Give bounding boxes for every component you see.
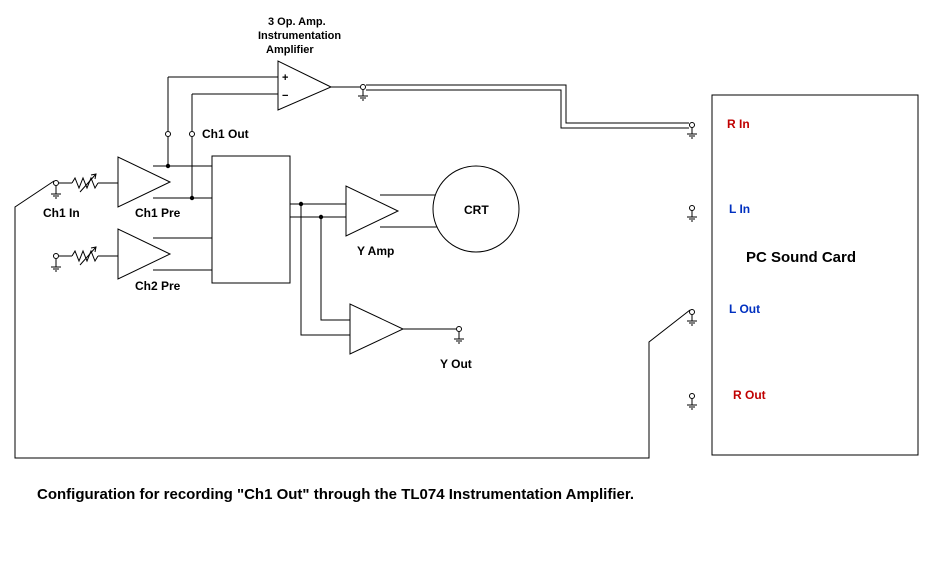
junction-dot (189, 195, 195, 201)
y-amp-triangle (345, 185, 400, 237)
ia-title-line3: Amplifier (266, 44, 314, 56)
y-amp-label: Y Amp (357, 244, 394, 258)
pc-sound-card-box (711, 94, 919, 456)
r-out-label: R Out (733, 388, 766, 402)
ch1-gain-pot-icon (71, 176, 99, 190)
channel-mixer-block (211, 155, 291, 284)
r-in-label: R In (727, 117, 750, 131)
ground-icon (358, 90, 368, 101)
ch1-in-jack (53, 180, 59, 186)
ch2-in-jack (53, 253, 59, 259)
ground-icon (687, 128, 697, 139)
ground-icon (51, 259, 61, 272)
y-out-feed-a (300, 204, 350, 336)
l-in-jack (689, 205, 695, 211)
ia-title-line2: Instrumentation (258, 30, 341, 42)
l-in-label: L In (729, 202, 750, 216)
l-out-to-ch1-in-cable (14, 180, 691, 459)
ia-minus-sign: − (282, 90, 288, 102)
ch2-gain-pot-icon (71, 249, 99, 263)
ia-title-line1: 3 Op. Amp. (268, 16, 326, 28)
l-out-jack (689, 309, 695, 315)
ground-icon (687, 399, 697, 410)
ch1-in-label: Ch1 In (43, 206, 80, 220)
ch1-out-test-point-minus (189, 131, 195, 137)
ch1-input: Ch1 In (43, 173, 118, 220)
ch2-pot-arrow (79, 246, 97, 266)
diagram-caption: Configuration for recording "Ch1 Out" th… (37, 486, 635, 503)
ground-icon (687, 315, 697, 326)
r-out-jack (689, 393, 695, 399)
ia-output-jack (360, 84, 366, 90)
junction-dot (165, 163, 171, 169)
y-out-amp-triangle (349, 303, 405, 355)
ch2-input (51, 246, 118, 272)
ch2-pre-label: Ch2 Pre (135, 279, 181, 293)
ia-opamp-triangle (277, 60, 333, 111)
shielded-cable-r-in (366, 84, 689, 129)
ch1-out-label: Ch1 Out (202, 127, 249, 141)
ia-plus-sign: + (282, 72, 288, 84)
y-out-label: Y Out (440, 357, 472, 371)
ch1-pre-label: Ch1 Pre (135, 206, 181, 220)
pc-sound-card-label: PC Sound Card (746, 249, 856, 266)
crt-tube-icon (432, 165, 520, 253)
l-out-label: L Out (729, 302, 760, 316)
ch1-pot-arrow (79, 173, 97, 193)
instrumentation-amplifier: 3 Op. Amp. Instrumentation Amplifier + − (167, 16, 366, 131)
y-out-jack (456, 326, 462, 332)
ch1-pre-amp-triangle (117, 156, 172, 208)
ground-icon (454, 332, 464, 344)
ground-icon (687, 211, 697, 222)
ch2-pre-amp-triangle (117, 228, 172, 280)
r-in-jack (689, 122, 695, 128)
crt-label: CRT (464, 203, 489, 217)
ground-icon (51, 186, 61, 199)
y-out-feed-b (320, 217, 350, 321)
ch1-out-test-point-plus (165, 131, 171, 137)
